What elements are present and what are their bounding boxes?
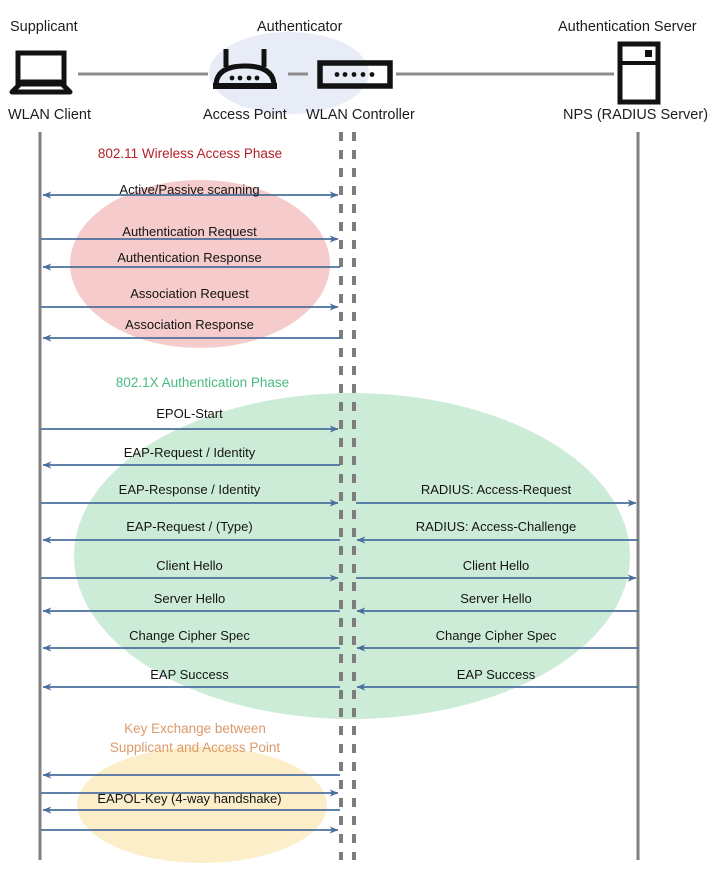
actor-role-authentication-server: Authentication Server: [558, 19, 697, 35]
msg-label-client-hello-left: Client Hello: [156, 558, 223, 573]
msg-label-epol-start: EPOL-Start: [156, 406, 223, 421]
server-rack-icon: [617, 41, 661, 105]
msg-label-radius-access-challenge: RADIUS: Access-Challenge: [415, 519, 577, 534]
msg-label-association-response: Association Response: [125, 317, 254, 332]
msg-label-eap-request-type: EAP-Request / (Type): [126, 519, 253, 534]
phase-title-key-exchange-line2: Supplicant and Access Point: [109, 740, 281, 755]
msg-label-change-cipher-spec-left: Change Cipher Spec: [129, 628, 250, 643]
msg-label-client-hello-right: Client Hello: [462, 558, 530, 573]
controller-box-icon: [317, 60, 393, 89]
msg-label-server-hello-right: Server Hello: [460, 591, 532, 606]
arrows-left-segment: [41, 191, 340, 834]
actor-device-nps-radius-server: NPS (RADIUS Server): [563, 107, 709, 123]
msg-label-authentication-response: Authentication Response: [117, 250, 262, 265]
phase-title-wireless-access: 802.11 Wireless Access Phase: [97, 146, 283, 161]
msg-label-eap-success-left: EAP Success: [150, 667, 229, 682]
msg-label-eapol-key-4way-handshake: EAPOL-Key (4-way handshake): [97, 791, 282, 806]
actor-device-wlan-client: WLAN Client: [8, 107, 91, 123]
msg-label-eap-success-right: EAP Success: [456, 667, 536, 682]
actor-role-supplicant: Supplicant: [10, 19, 78, 35]
wireless-router-icon: [213, 49, 277, 89]
actor-device-wlan-controller: WLAN Controller: [306, 107, 415, 123]
arrows-right-segment: [356, 499, 638, 691]
msg-label-eap-request-identity: EAP-Request / Identity: [123, 445, 256, 460]
phase-title-key-exchange-line1: Key Exchange between: [124, 721, 266, 736]
phase-ellipse-dot1x: [74, 393, 630, 719]
msg-label-association-request: Association Request: [130, 286, 249, 301]
laptop-icon: [9, 50, 73, 95]
phase-title-dot1x: 802.1X Authentication Phase: [115, 375, 290, 390]
msg-label-server-hello-left: Server Hello: [153, 591, 226, 606]
msg-label-authentication-request: Authentication Request: [122, 224, 257, 239]
msg-label-radius-access-request: RADIUS: Access-Request: [420, 482, 572, 497]
actor-device-access-point: Access Point: [203, 107, 287, 123]
msg-label-eap-response-identity: EAP-Response / Identity: [118, 482, 261, 497]
msg-label-change-cipher-spec-right: Change Cipher Spec: [435, 628, 557, 643]
actor-role-authenticator: Authenticator: [257, 19, 343, 35]
phase-ellipse-wireless-access: [70, 180, 330, 348]
msg-label-active-passive-scanning: Active/Passive scanning: [119, 182, 260, 197]
phase-ellipse-key-exchange: [77, 747, 327, 863]
